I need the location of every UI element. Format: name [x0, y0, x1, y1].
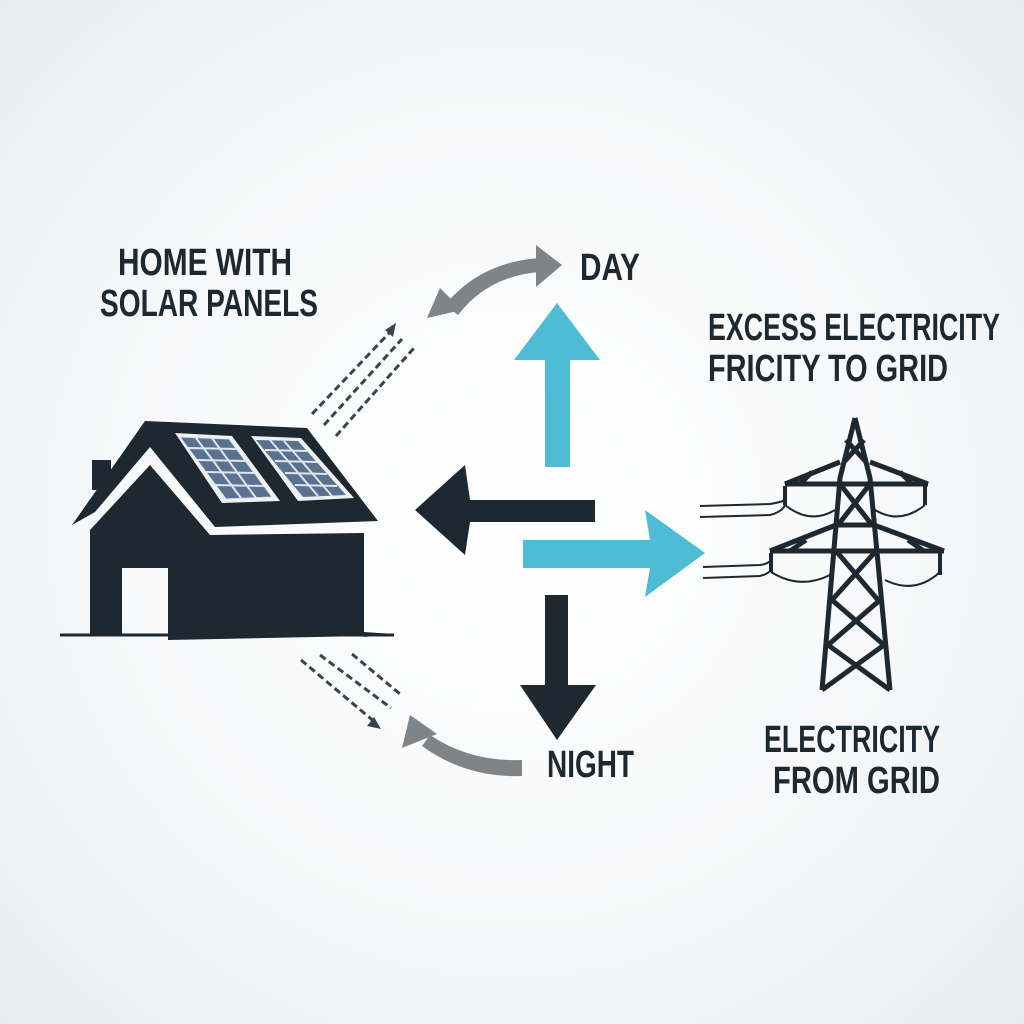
to-grid-arrow: [523, 510, 705, 597]
grid-label-line1: ELECTRICITY: [764, 719, 940, 761]
excess-label-line2: FRICITY TO GRID: [708, 348, 948, 390]
night-down-arrow: [520, 595, 596, 740]
ray-arrowhead-icon: [367, 717, 381, 729]
curved-arrow-icon: [402, 715, 522, 777]
grid-label-line2: FROM GRID: [773, 760, 940, 802]
night-label: NIGHT: [547, 744, 634, 786]
sun-ray-icon: [300, 328, 416, 725]
excess-label-line1: EXCESS ELECTRICITY: [708, 307, 1000, 349]
transmission-tower-icon: [769, 417, 945, 693]
home-label-line1: HOME WITH: [118, 242, 292, 284]
day-up-arrow: [514, 303, 600, 467]
curved-arrow-icon: [427, 245, 562, 318]
to-house-arrow: [415, 465, 595, 555]
power-lines: [699, 486, 942, 587]
solar-panel-icon: [175, 433, 354, 503]
ray-arrowhead-icon: [385, 323, 396, 337]
day-label: DAY: [580, 247, 640, 289]
home-label-line2: SOLAR PANELS: [100, 283, 318, 325]
